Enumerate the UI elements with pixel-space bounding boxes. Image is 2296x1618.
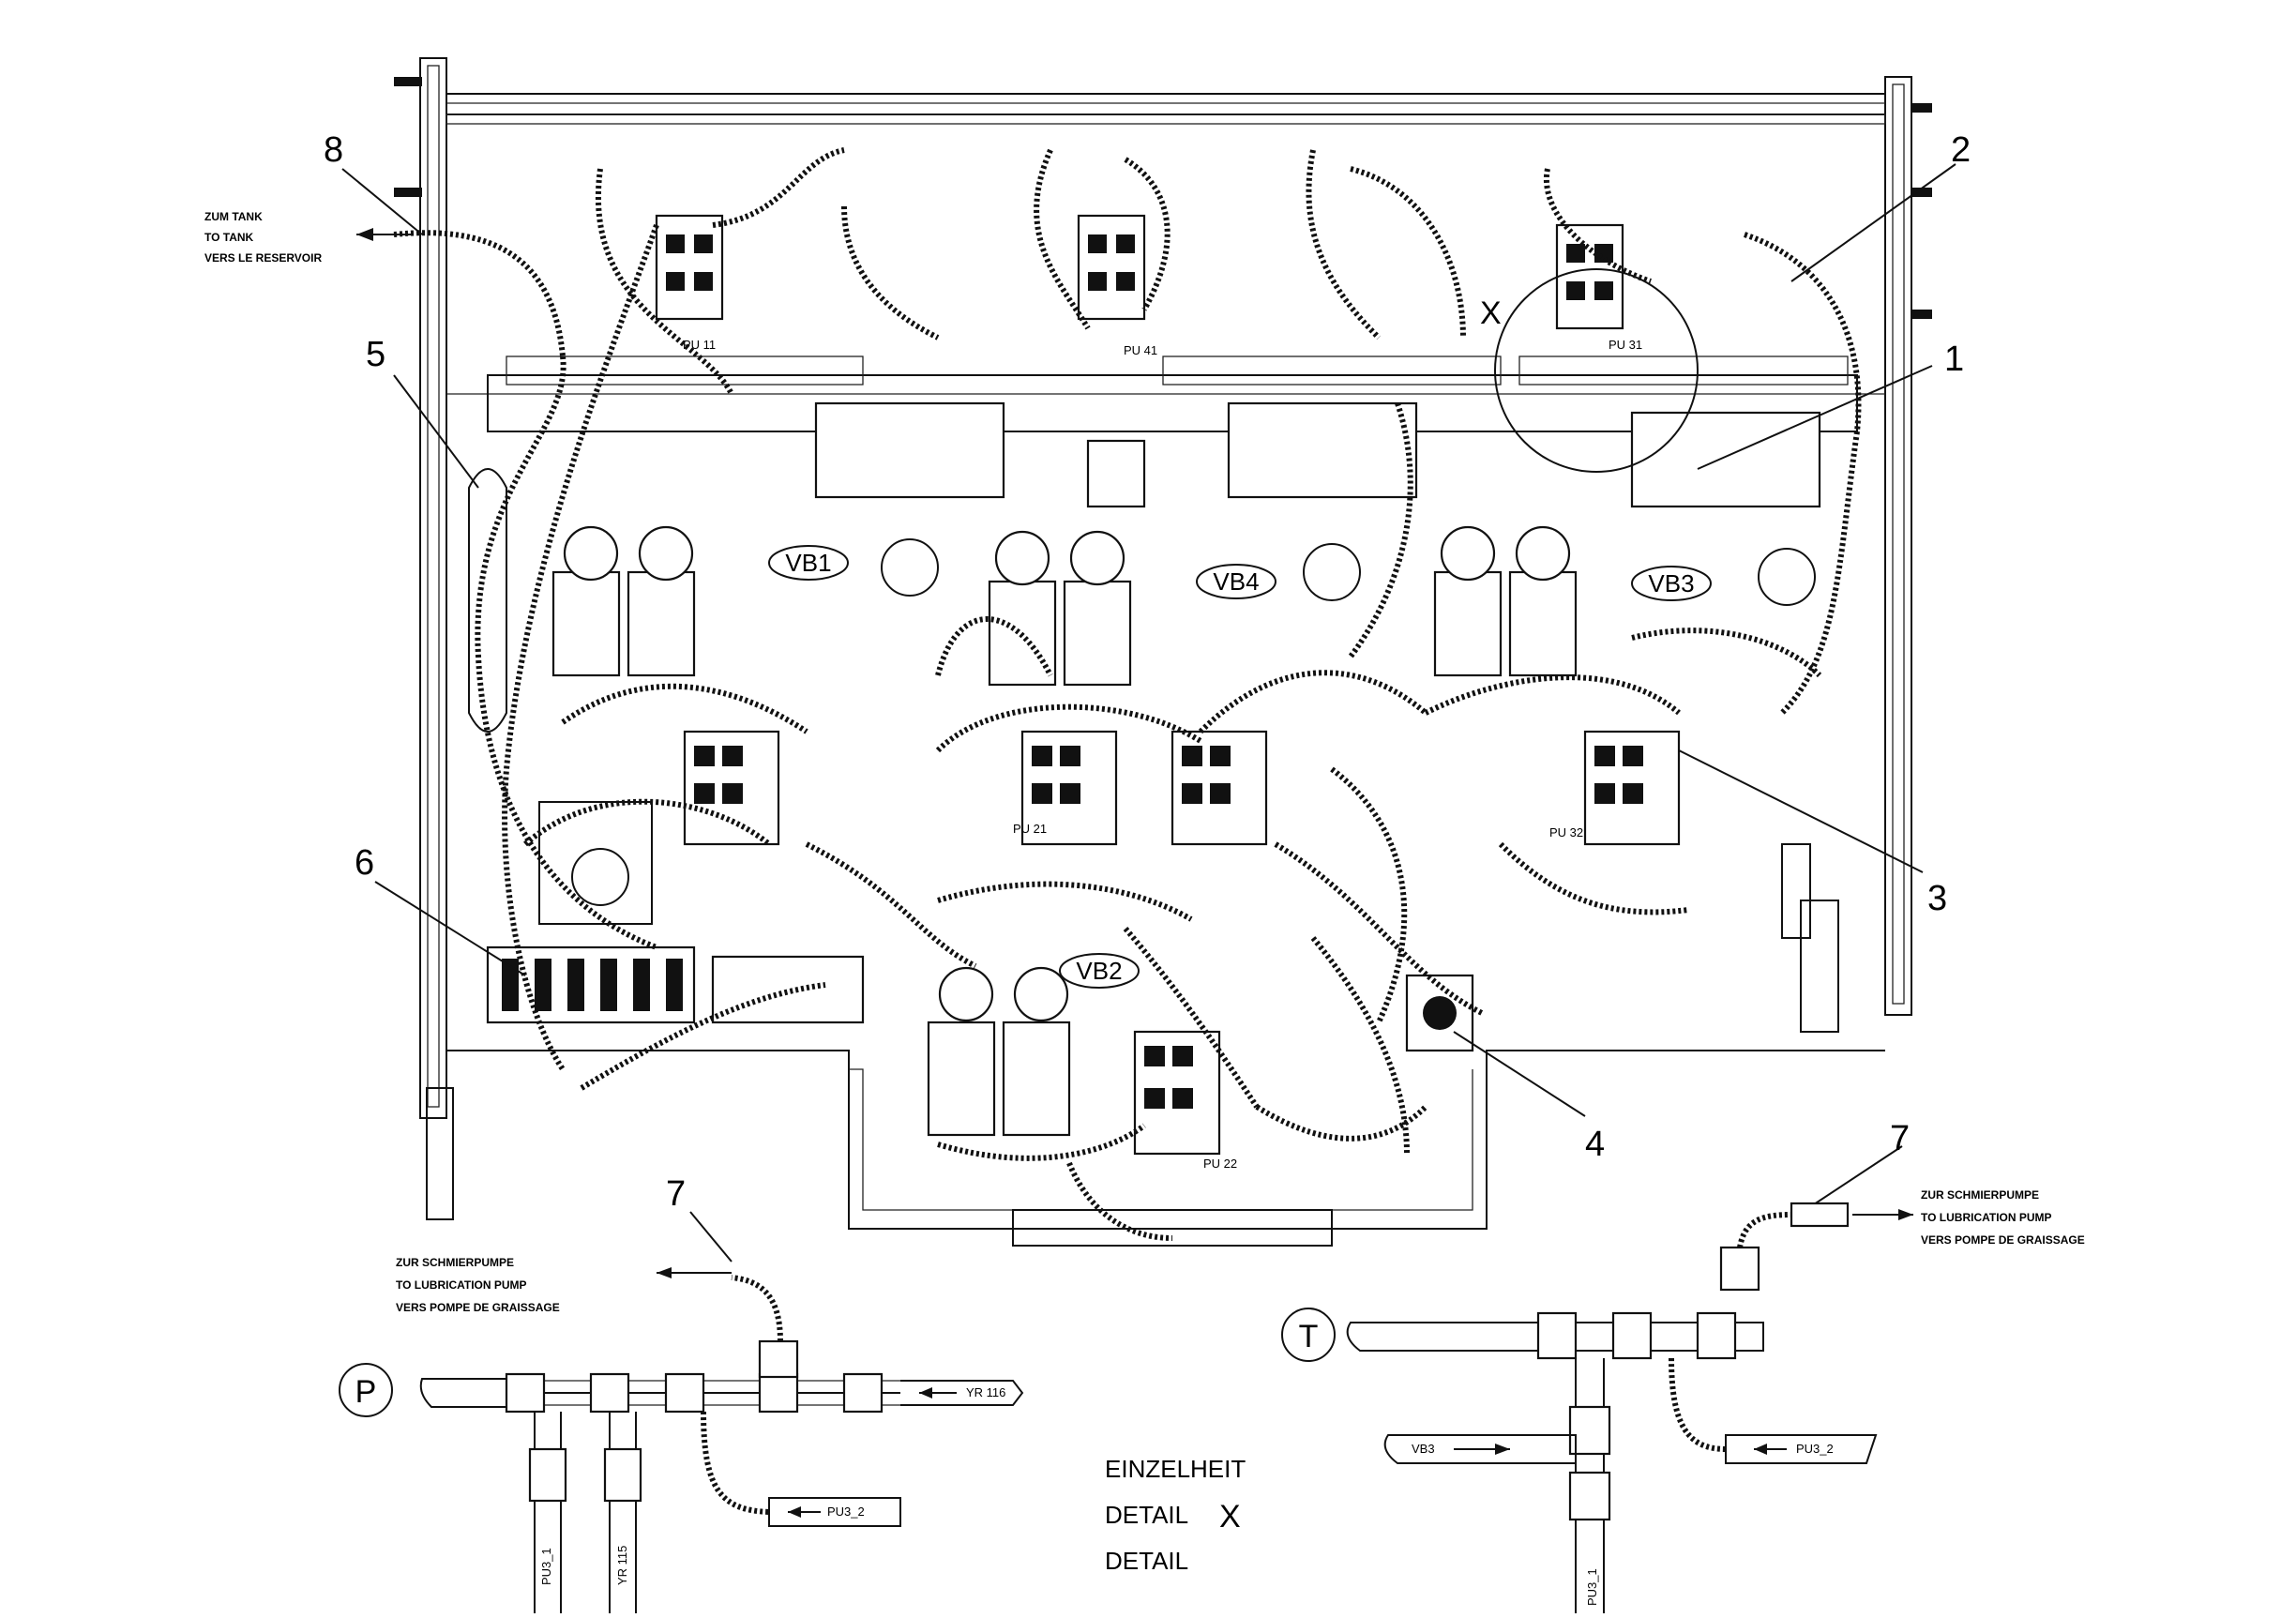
callout-1: 1 [1944,340,1964,379]
circle-t-label: T [1299,1319,1319,1354]
tank-note-en: TO TANK [204,231,254,244]
tank-note: ZUM TANK TO TANK VERS LE RESERVOIR [204,210,413,265]
tag-pu21: PU 21 [1013,822,1047,836]
tag-pu31-left: PU3_1 [539,1548,553,1585]
callout-8: 8 [324,130,343,170]
pump-note-left-en: TO LUBRICATION PUMP [396,1278,527,1292]
tank-note-de: ZUM TANK [204,210,263,223]
upper-manifold-row [487,214,1858,508]
tag-pu22: PU 22 [1203,1157,1237,1171]
callout-7-left: 7 [666,1174,686,1214]
detail-p: P YR 116 PU3_1 YR 115 PU3_2 [339,1267,1024,1613]
tag-pu41: PU 41 [1124,343,1157,357]
detail-caption-de: EINZELHEIT [1105,1455,1246,1483]
tag-pu32-left: PU3_2 [827,1505,865,1519]
tag-yr115: YR 115 [615,1546,629,1585]
detail-caption-en: DETAIL [1105,1501,1188,1529]
callout-2: 2 [1951,130,1971,170]
callout-7-right: 7 [1890,1119,1910,1158]
detail-caption: EINZELHEIT DETAIL X DETAIL [1105,1455,1246,1575]
pump-note-left: ZUR SCHMIERPUMPE TO LUBRICATION PUMP VER… [396,1256,560,1314]
callout-6: 6 [355,843,374,883]
label-vb4: VB4 [1213,567,1259,596]
pump-note-right-en: TO LUBRICATION PUMP [1921,1211,2052,1224]
machine-frame [394,57,1932,1247]
tank-note-fr: VERS LE RESERVOIR [204,251,322,265]
mid-manifolds [468,468,1839,1156]
label-vb3: VB3 [1648,569,1694,597]
tag-yr116: YR 116 [966,1385,1005,1399]
tag-pu32-right: PU3_2 [1796,1442,1834,1456]
callout-5: 5 [366,335,385,374]
pump-note-right-fr: VERS POMPE DE GRAISSAGE [1921,1233,2085,1247]
port-tags: PU 11 PU 41 PU 31 PU 21 PU 32 PU 22 [683,338,1642,1171]
label-vb2: VB2 [1076,957,1122,985]
circle-p-label: P [355,1374,377,1410]
callout-3: 3 [1927,879,1947,918]
detail-t: T PU3_1 VB3 PU3_2 [1281,1202,1913,1613]
detail-caption-marker: X [1219,1499,1241,1535]
callouts: 8 5 2 1 3 6 4 7 7 [324,130,1971,1263]
callout-4: 4 [1585,1125,1605,1164]
tag-pu11: PU 11 [683,338,716,352]
pump-note-right-de: ZUR SCHMIERPUMPE [1921,1188,2039,1202]
label-vb1: VB1 [785,549,831,577]
pump-note-left-fr: VERS POMPE DE GRAISSAGE [396,1301,560,1314]
tag-vb3: VB3 [1412,1442,1435,1456]
detail-caption-fr: DETAIL [1105,1547,1188,1575]
tag-pu32-mid: PU 32 [1549,825,1583,839]
detail-x-circle [1494,268,1699,473]
tag-pu31-right: PU3_1 [1585,1568,1599,1606]
valve-block-labels: VB1 VB4 VB3 VB2 [768,545,1712,989]
pump-note-left-de: ZUR SCHMIERPUMPE [396,1256,514,1269]
hose-network [393,147,1862,1241]
pump-note-right: ZUR SCHMIERPUMPE TO LUBRICATION PUMP VER… [1921,1188,2085,1247]
detail-x-marker: X [1480,295,1502,331]
filter-units [538,525,1816,1137]
tag-pu31-top: PU 31 [1609,338,1642,352]
